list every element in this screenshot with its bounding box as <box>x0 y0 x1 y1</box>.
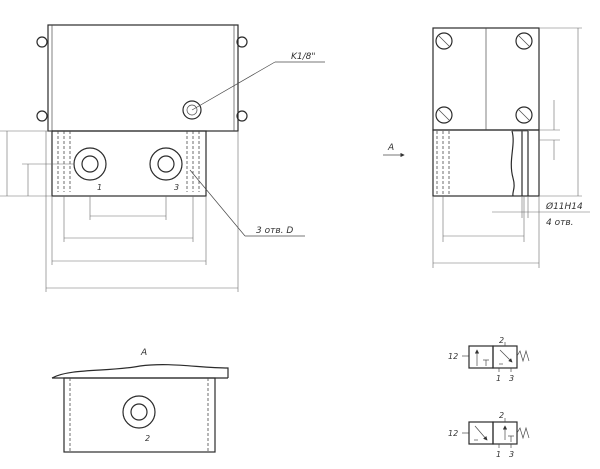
symbol2-port12: 12 <box>448 429 458 438</box>
symbol2-port2: 2 <box>499 411 504 420</box>
holes-label: 3 отв. D <box>256 226 293 236</box>
diameter-label: Ø11H14 <box>545 201 583 212</box>
symbol1-port1: 1 <box>496 374 501 383</box>
port-3-label: 3 <box>174 183 179 192</box>
side-view: Ø11H14 4 отв. <box>432 27 590 268</box>
view-arrow: A <box>383 143 405 158</box>
valve-symbol-normally-open: 12 2 1 3 <box>448 411 530 459</box>
port-1-label: 1 <box>97 183 102 192</box>
view-arrow-label: A <box>387 143 394 153</box>
bottom-view: A 2 <box>51 348 229 453</box>
port-2-label: 2 <box>145 434 150 443</box>
port-2-outer <box>122 395 156 429</box>
valve-symbol-normally-closed: 12 2 1 3 <box>448 336 530 383</box>
bottom-view-label: A <box>140 348 147 358</box>
symbol1-port2: 2 <box>499 336 504 345</box>
thread-label: K1/8" <box>291 52 316 62</box>
thread-port-circle <box>182 100 202 120</box>
symbol2-port3: 3 <box>509 450 514 459</box>
holes-count-label: 4 отв. <box>546 218 574 228</box>
front-view: 1 3 K1/8" 3 отв. D <box>0 24 325 292</box>
port-3-outer <box>149 147 183 181</box>
symbol1-port12: 12 <box>448 352 458 361</box>
port-1-outer <box>73 147 107 181</box>
symbol1-port3: 3 <box>509 374 514 383</box>
symbol2-port1: 1 <box>496 450 501 459</box>
